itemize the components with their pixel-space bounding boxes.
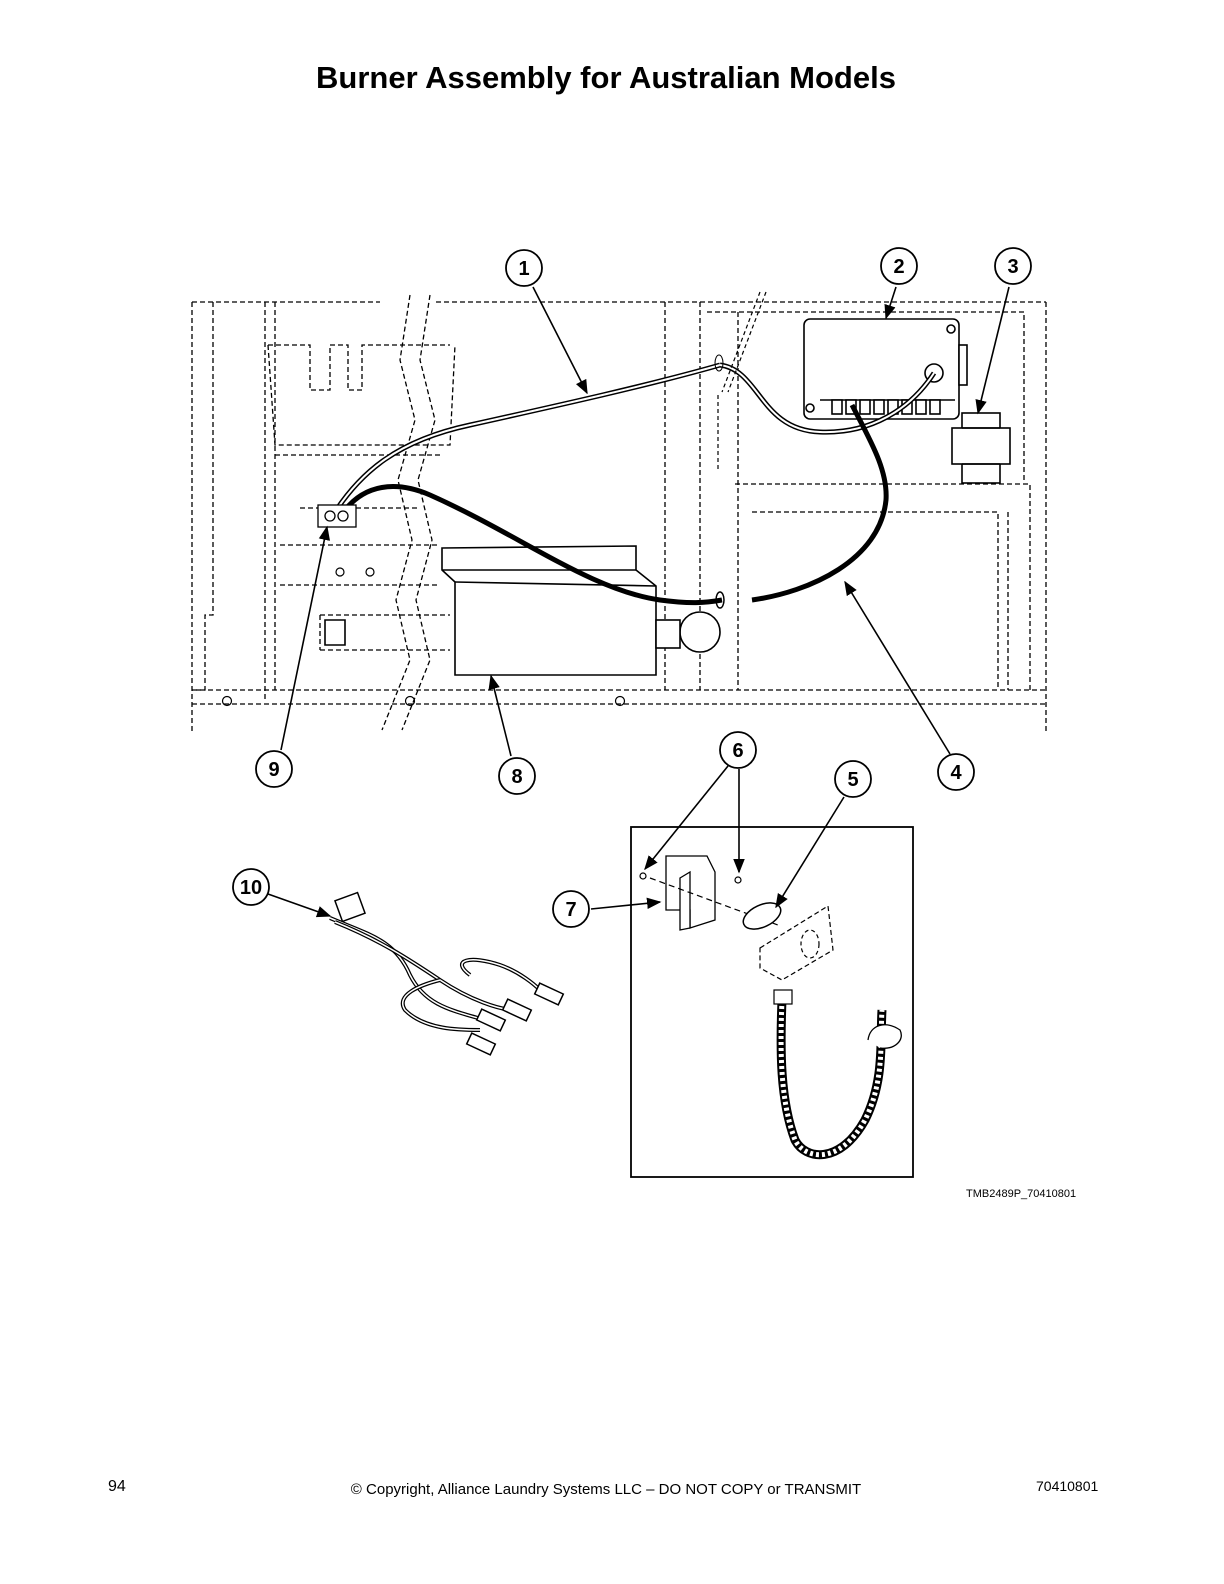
callout-2: 2 [880, 247, 918, 285]
callout-9: 9 [255, 750, 293, 788]
ignition-module [803, 318, 968, 420]
callout-6: 6 [719, 731, 757, 769]
svg-text:3: 3 [1007, 256, 1018, 278]
callout-7: 7 [552, 890, 590, 928]
document-number: 70410801 [1036, 1478, 1099, 1494]
callout-8: 8 [498, 757, 536, 795]
cabinet-frame [191, 301, 1047, 732]
callout-10: 10 [232, 868, 270, 906]
ignition-cable [343, 403, 889, 609]
sensor-wire [327, 354, 937, 522]
burner-box [324, 545, 721, 676]
svg-text:7: 7 [565, 899, 576, 921]
page-number: 94 [108, 1478, 126, 1495]
inset-panel [630, 826, 914, 1178]
leader-lines [267, 286, 1010, 918]
wire-harness [329, 891, 565, 1056]
callout-5: 5 [834, 760, 872, 798]
svg-text:2: 2 [893, 256, 904, 278]
svg-text:5: 5 [847, 769, 858, 791]
support-rod [717, 291, 767, 470]
svg-text:4: 4 [950, 762, 962, 784]
callout-1: 1 [505, 249, 543, 287]
svg-text:6: 6 [732, 740, 743, 762]
svg-text:10: 10 [240, 877, 262, 899]
wire-clip [317, 504, 357, 528]
page-title: Burner Assembly for Australian Models [316, 60, 896, 95]
drawing-id: TMB2489P_70410801 [966, 1188, 1077, 1200]
break-lines [381, 294, 436, 731]
svg-text:1: 1 [518, 258, 529, 280]
callout-4: 4 [937, 753, 975, 791]
callout-3: 3 [994, 247, 1032, 285]
svg-text:9: 9 [268, 759, 279, 781]
callouts: 1 2 3 4 5 6 7 8 [232, 247, 1032, 928]
transformer [951, 412, 1011, 484]
copyright-notice: © Copyright, Alliance Laundry Systems LL… [350, 1481, 862, 1498]
frame-screws [221, 567, 626, 707]
svg-text:8: 8 [511, 766, 522, 788]
